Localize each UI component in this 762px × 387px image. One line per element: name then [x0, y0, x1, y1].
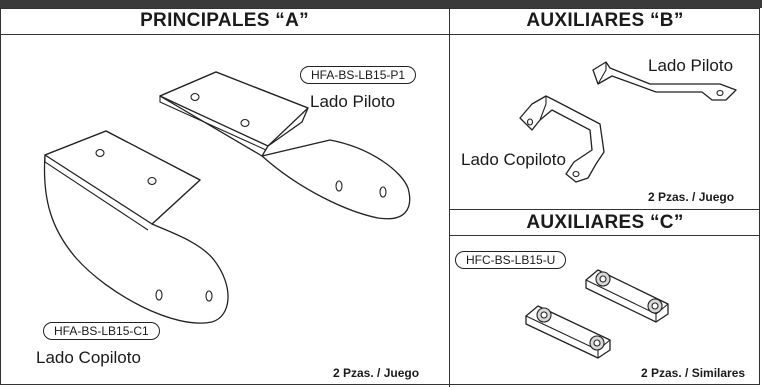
- bracket-a-copilot: [43, 130, 229, 324]
- label-b-copilot: Lado Copiloto: [461, 150, 566, 169]
- section-c-title: AUXILIARES “C”: [526, 212, 684, 233]
- plate-c-upper: [585, 269, 669, 323]
- part-code-a-copilot: HFA-BS-LB15-C1: [43, 322, 160, 340]
- label-a-copilot: Lado Copiloto: [36, 348, 141, 367]
- section-b-title: AUXILIARES “B”: [526, 10, 684, 31]
- part-code-a-pilot: HFA-BS-LB15-P1: [300, 66, 417, 84]
- header-divider: [0, 34, 760, 35]
- sheet-frame: [0, 8, 760, 385]
- part-code-c: HFC-BS-LB15-U: [455, 251, 567, 269]
- plate-c-lower: [525, 305, 611, 359]
- bracket-b-pilot: [592, 61, 737, 101]
- quantity-b: 2 Pzas. / Juego: [648, 190, 735, 204]
- bracket-b-copilot: [519, 95, 605, 183]
- vertical-divider: [449, 8, 450, 387]
- section-c-top-divider: [449, 209, 760, 210]
- section-c-header-divider: [449, 235, 760, 236]
- label-b-pilot: Lado Piloto: [648, 56, 734, 75]
- quantity-a: 2 Pzas. / Juego: [333, 366, 420, 380]
- label-a-pilot: Lado Piloto: [310, 92, 396, 111]
- bracket-a-pilot: [159, 71, 411, 220]
- top-bar: [0, 0, 762, 8]
- section-a-title: PRINCIPALES “A”: [140, 10, 309, 31]
- quantity-c: 2 Pzas. / Similares: [641, 366, 746, 380]
